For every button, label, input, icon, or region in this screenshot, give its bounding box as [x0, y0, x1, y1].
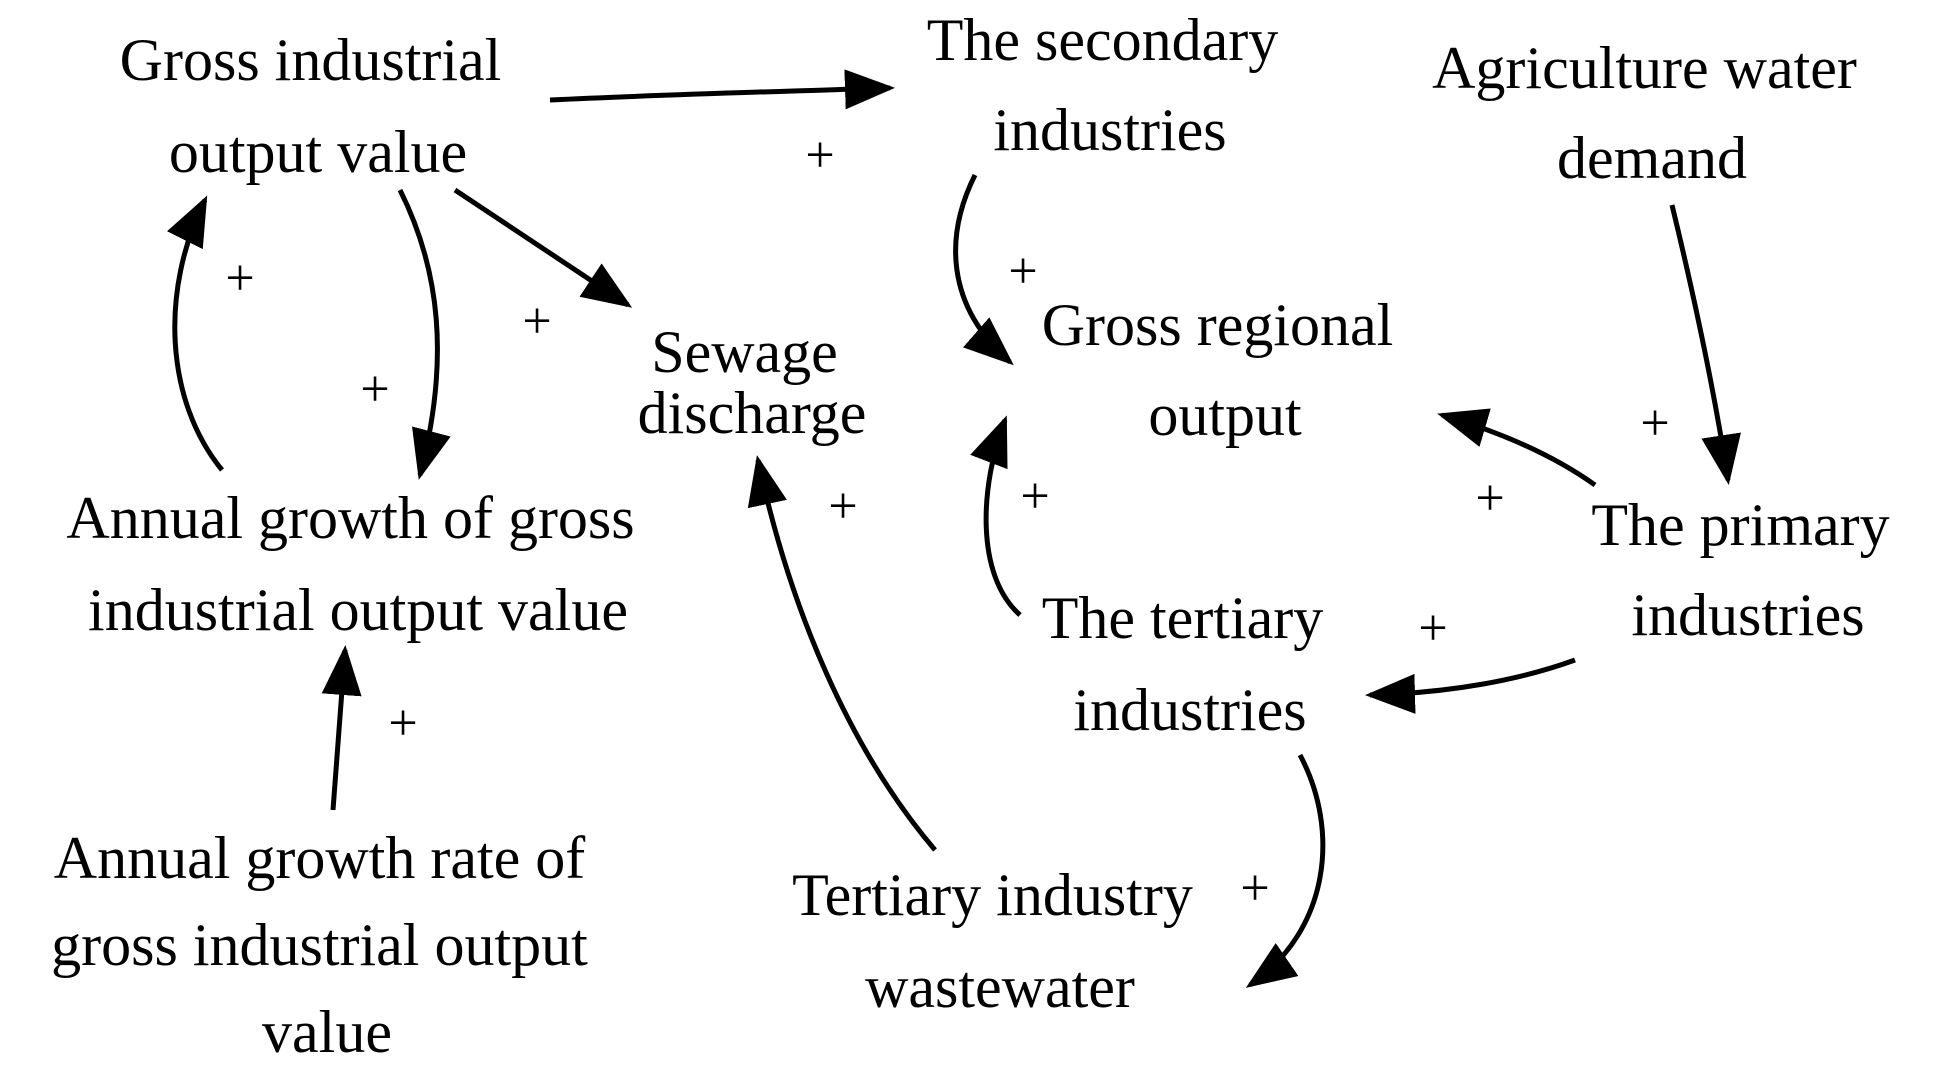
polarity-signs: + + + + + + + + + + + +: [225, 127, 1669, 917]
polarity-sign: +: [1640, 395, 1669, 452]
edge-annual-growth-to-gross-industrial: [167, 195, 224, 472]
node-line: Annual growth rate of: [54, 825, 586, 891]
node-the-tertiary-industries: The tertiary industries: [1042, 585, 1339, 743]
edge-primary-to-gross-regional: [1437, 408, 1597, 488]
nodes: Gross industrial output value The second…: [51, 7, 1904, 1065]
node-line: industries: [1073, 677, 1306, 743]
edge-gross-industrial-to-annual-growth: [397, 188, 451, 480]
node-line: The secondary: [927, 7, 1279, 73]
node-line: output: [1148, 382, 1302, 448]
node-line: Annual growth of gross: [66, 485, 634, 551]
edge-gross-industrial-to-secondary: [549, 69, 895, 110]
node-line: The primary: [1591, 492, 1889, 558]
node-tertiary-industry-wastewater: Tertiary industry wastewater: [792, 862, 1208, 1020]
edge-agriculture-to-primary: [1669, 204, 1741, 485]
edge-annual-growth-rate-to-annual-growth: [321, 645, 362, 811]
polarity-sign: +: [1240, 860, 1269, 917]
polarity-sign: +: [1475, 470, 1504, 527]
node-line: The tertiary: [1042, 585, 1324, 651]
edge-tertiary-to-gross-regional: [970, 415, 1022, 617]
polarity-sign: +: [1418, 600, 1447, 657]
node-line: value: [262, 999, 392, 1065]
node-the-primary-industries: The primary industries: [1591, 492, 1904, 648]
edge-gross-industrial-to-sewage: [453, 187, 633, 308]
polarity-sign: +: [1008, 243, 1037, 300]
node-agriculture-water-demand: Agriculture water demand: [1432, 35, 1872, 191]
polarity-sign: +: [225, 250, 254, 307]
node-line: gross industrial output: [51, 912, 588, 978]
node-line: industrial output value: [88, 577, 628, 643]
node-line: Gross industrial: [120, 27, 502, 93]
edge-primary-to-tertiary: [1365, 657, 1576, 714]
node-the-secondary-industries: The secondary industries: [927, 7, 1294, 163]
node-line: industries: [1631, 582, 1864, 648]
node-annual-growth-rate-of-gross-industrial-output-value: Annual growth rate of gross industrial o…: [51, 825, 603, 1065]
edge-secondary-to-gross-regional: [953, 173, 1014, 366]
polarity-sign: +: [805, 127, 834, 184]
node-line: Tertiary industry: [792, 862, 1193, 928]
node-line: demand: [1557, 125, 1747, 191]
node-line: Agriculture water: [1432, 35, 1857, 101]
node-line: discharge: [638, 380, 867, 446]
node-sewage-discharge: Sewage discharge: [638, 319, 867, 446]
polarity-sign: +: [360, 361, 389, 418]
node-annual-growth-of-gross-industrial-output-value: Annual growth of gross industrial output…: [66, 485, 649, 643]
node-line: Sewage: [651, 319, 838, 385]
node-line: Gross regional: [1042, 292, 1394, 358]
node-line: output value: [169, 119, 467, 185]
polarity-sign: +: [522, 293, 551, 350]
node-gross-industrial-output-value: Gross industrial output value: [120, 27, 517, 185]
edges: [167, 69, 1741, 988]
polarity-sign: +: [828, 478, 857, 535]
polarity-sign: +: [1020, 468, 1049, 525]
edge-tertiary-to-wastewater: [1245, 753, 1326, 988]
polarity-sign: +: [388, 695, 417, 752]
edge-wastewater-to-sewage: [747, 455, 937, 852]
node-gross-regional-output: Gross regional output: [1042, 292, 1409, 448]
node-line: industries: [993, 97, 1226, 163]
node-line: wastewater: [865, 954, 1135, 1020]
